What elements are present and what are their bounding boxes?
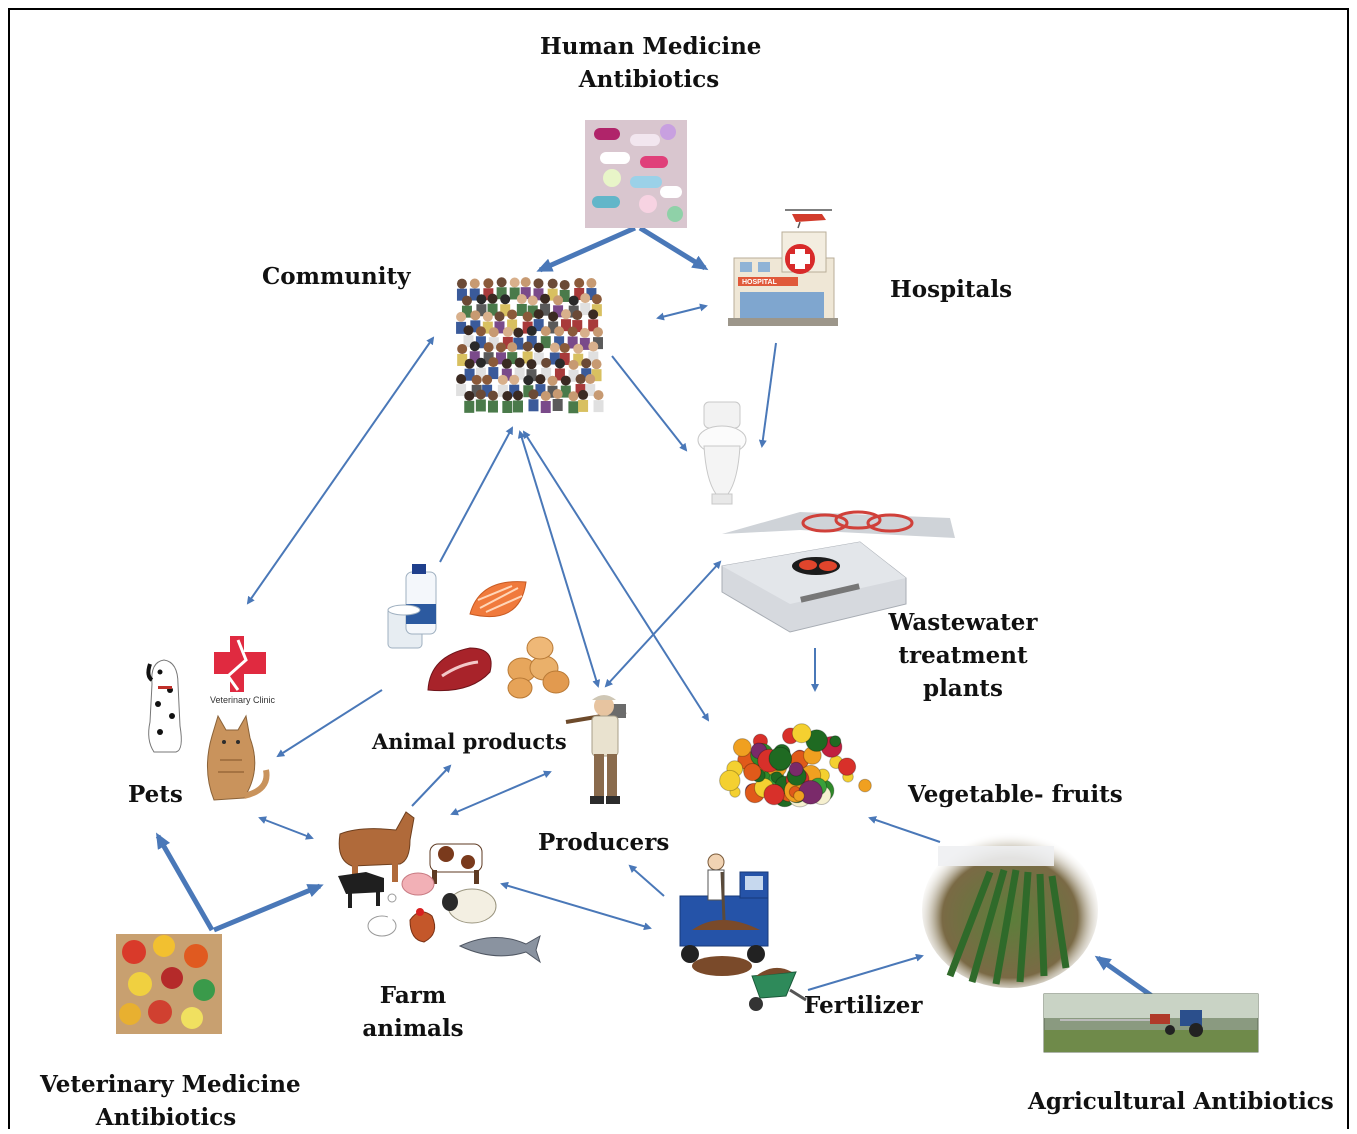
vet-clinic-icon: [214, 636, 266, 692]
producers-label: Producers: [538, 829, 670, 856]
farmer-icon: [565, 695, 627, 804]
wastewater-plant-icon: [721, 510, 955, 633]
vegetables-icon: [719, 723, 872, 808]
farm-animals-label: Farm animals: [350, 979, 476, 1045]
human-medicine-line1: Human Medicine: [540, 33, 762, 60]
human-medicine-line2: Antibiotics: [578, 66, 720, 93]
veterinary-medicine-line1: Veterinary Medicine: [40, 1071, 301, 1098]
arrow-agri-to-field: [1094, 955, 1154, 999]
fertilizer-label: Fertilizer: [804, 992, 923, 1019]
arrow-community-pets: [246, 336, 435, 605]
veterinary-medicine-line2: Antibiotics: [95, 1104, 237, 1131]
arrows: [155, 225, 1154, 999]
dairy-icon: [387, 564, 437, 649]
veterinary-medicine-label: Veterinary Medicine Antibiotics: [40, 1068, 301, 1134]
tractor-icon: [1043, 993, 1259, 1053]
crowd-icon: [456, 277, 604, 414]
farm-animals-icon: [338, 811, 497, 943]
arrow-hospital-to-toilet: [758, 342, 777, 448]
wastewater-line2: treatment: [898, 642, 1028, 669]
farm-animals-line2: animals: [362, 1015, 464, 1042]
arrow-vet-to-pets: [155, 832, 215, 932]
vet-clinic-sign: Veterinary Clinic: [210, 695, 276, 705]
truck-icon: [679, 853, 769, 976]
diagram-frame: [8, 8, 1349, 1129]
arrow-fertilizer-to-field: [807, 953, 924, 991]
arrow-farm-producers: [450, 770, 552, 816]
wastewater-line1: Wastewater: [888, 609, 1038, 636]
cat-icon: [206, 714, 270, 801]
wastewater-line3: plants: [922, 675, 1004, 702]
arrow-farm-to-animalproducts: [411, 764, 452, 807]
animal-products-label: Animal products: [372, 729, 567, 754]
arrow-vet-to-farm: [213, 883, 324, 933]
arrow-field-to-vegetables: [868, 816, 941, 843]
wheelbarrow-icon: [749, 967, 807, 1011]
salmon-icon: [469, 581, 527, 618]
arrow-community-hospital: [656, 303, 708, 321]
arrow-farm-fertilizer: [500, 881, 652, 931]
vet-pills-icon: [116, 934, 222, 1034]
farm-animals-line1: Farm: [379, 982, 447, 1009]
pets-label: Pets: [128, 781, 183, 808]
arrow-animalproducts-to-pets: [276, 689, 383, 758]
community-label: Community: [262, 263, 411, 290]
human-medicine-label: Human Medicine Antibiotics: [540, 30, 762, 96]
meat-icon: [427, 647, 492, 692]
vegetable-fruits-label: Vegetable- fruits: [908, 781, 1123, 808]
arrow-wastewater-producers: [604, 560, 722, 688]
fish-icon: [458, 934, 541, 964]
pills-icon: [585, 120, 687, 228]
dog-icon: [146, 659, 182, 753]
agricultural-antibiotics-label: Agricultural Antibiotics: [1028, 1088, 1334, 1115]
hospital-sign-text: HOSPITAL: [742, 279, 778, 286]
arrow-animalproducts-to-community: [439, 426, 513, 563]
arrow-community-to-toilet: [611, 355, 688, 452]
hospital-icon: [728, 209, 838, 326]
wastewater-label: Wastewater treatment plants: [886, 606, 1040, 705]
field-icon: [922, 832, 1098, 988]
eggs-icon: [507, 636, 570, 699]
arrow-fertilizer-to-producers: [628, 864, 665, 897]
arrow-pets-farm: [258, 816, 314, 840]
arrow-pills-to-hospital: [638, 225, 709, 271]
arrow-pills-to-community: [536, 225, 637, 273]
toilet-icon: [697, 401, 747, 505]
hospitals-label: Hospitals: [890, 276, 1013, 303]
